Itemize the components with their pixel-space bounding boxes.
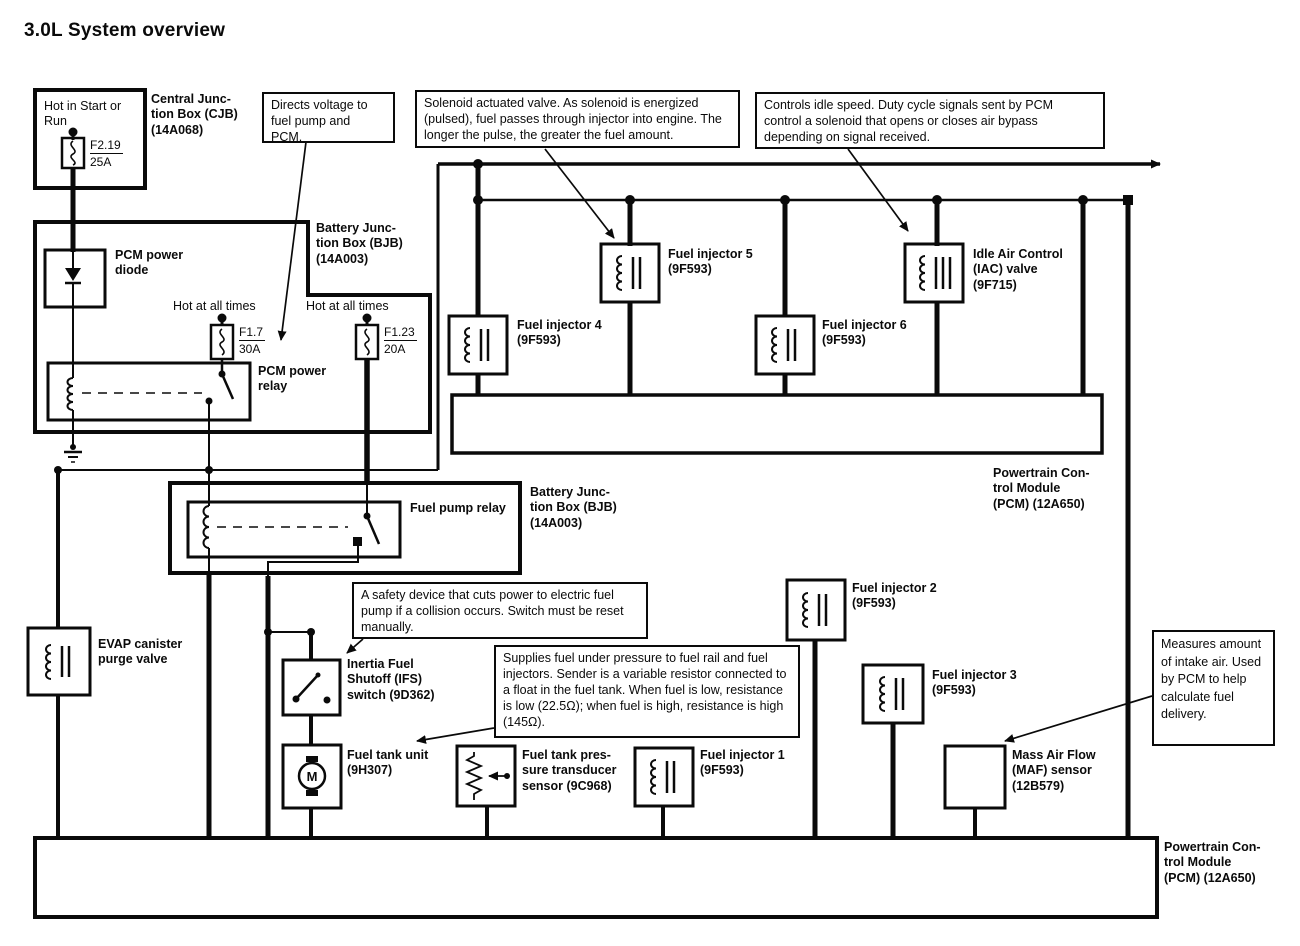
fuse-f17-rating: 30A	[239, 342, 261, 357]
iac-solenoid-icon	[919, 255, 952, 291]
directs-voltage-note: Directs voltage to fuel pump and PCM.	[262, 92, 395, 144]
solenoid-note-arrow	[544, 148, 615, 239]
pcm-power-diode-label: PCM power diode	[115, 248, 184, 278]
bjb-top-label: Battery Junc- tion Box (BJB) (14A003)	[316, 221, 403, 266]
battery-junction-box-mid	[168, 481, 522, 575]
maf-note-arrow	[1004, 695, 1153, 743]
battery-junction-box-top	[33, 220, 432, 434]
hot-at-all-times-right-label: Hot at all times	[306, 299, 389, 313]
iac-valve-box	[903, 242, 965, 304]
hot-at-all-times-left-label: Hot at all times	[173, 299, 256, 313]
pcm-power-diode-box	[43, 248, 107, 309]
pcm-power-relay-icon	[66, 377, 202, 411]
fuel-tank-unit-label: Fuel tank unit (9H307)	[347, 748, 429, 778]
pcm-bottom-label: Powertrain Con- trol Module (PCM) (12A65…	[1164, 840, 1261, 885]
hot-start-run-label: Hot in Start or Run	[44, 99, 122, 129]
solenoid-valve-note: Solenoid actuated valve. As solenoid is …	[415, 90, 740, 148]
fuel-injector-1-box	[633, 746, 695, 808]
pcm-power-relay-label: PCM power relay	[258, 364, 327, 394]
injector-1-solenoid-icon	[650, 759, 676, 795]
fuel-pump-relay-box	[186, 500, 402, 559]
safety-device-note: A safety device that cuts power to elect…	[352, 582, 648, 639]
fuse-f17-name: F1.7	[239, 325, 266, 342]
fuel-injector-4-label: Fuel injector 4 (9F593)	[517, 318, 602, 348]
injector-4-solenoid-icon	[464, 327, 490, 363]
motor-m-letter: M	[307, 769, 318, 784]
evap-valve-label: EVAP canister purge valve	[98, 637, 183, 667]
cjb-label: Central Junc- tion Box (CJB) (14A068)	[151, 92, 238, 137]
fuel-injector-6-label: Fuel injector 6 (9F593)	[822, 318, 907, 348]
injector-2-solenoid-icon	[802, 592, 828, 628]
fuel-injector-4-box	[447, 314, 509, 376]
fuse-f17-label: F1.7 30A	[239, 325, 266, 357]
iac-valve-label: Idle Air Control (IAC) valve (9F715)	[973, 247, 1063, 292]
fuel-injector-5-box	[599, 242, 661, 304]
junction-dots	[54, 127, 1133, 636]
fuel-pump-relay-label: Fuel pump relay	[410, 501, 506, 515]
fuel-pressure-note: Supplies fuel under pressure to fuel rai…	[494, 645, 800, 738]
injector-3-solenoid-icon	[879, 676, 905, 712]
ifs-switch-label: Inertia Fuel Shutoff (IFS) switch (9D362…	[347, 657, 435, 702]
fuel-injector-6-box	[754, 314, 816, 376]
fuel-injector-2-label: Fuel injector 2 (9F593)	[852, 581, 937, 611]
pcm-mid-label: Powertrain Con- trol Module (PCM) (12A65…	[993, 466, 1090, 511]
fuse-f219-rating: 25A	[90, 155, 112, 170]
note-pointer-arrows	[277, 141, 1153, 744]
fuse-f123-name: F1.23	[384, 325, 417, 342]
idle-note-arrow	[847, 148, 909, 232]
fuel-tank-pressure-sensor-label: Fuel tank pres- sure transducer sensor (…	[522, 748, 617, 793]
maf-sensor-box	[943, 744, 1007, 810]
pressure-transducer-icon	[464, 752, 510, 800]
injector-6-solenoid-icon	[771, 327, 797, 363]
fuse-f123-icon	[354, 323, 380, 361]
wires	[56, 133, 1161, 838]
ground-icon	[64, 444, 82, 463]
fuse-f17-icon	[209, 323, 235, 361]
fuse-f219-icon	[60, 136, 86, 170]
fuel-injector-3-box	[861, 663, 925, 725]
pcm-bottom-box	[33, 836, 1159, 919]
injector-5-solenoid-icon	[616, 255, 642, 291]
evap-solenoid-icon	[45, 644, 71, 680]
bjb-mid-label: Battery Junc- tion Box (BJB) (14A003)	[530, 485, 617, 530]
fuel-injector-5-label: Fuel injector 5 (9F593)	[668, 247, 753, 277]
fuel-pump-relay-icon	[202, 505, 348, 549]
hot-start-run-box	[33, 88, 147, 190]
fuel-injector-1-label: Fuel injector 1 (9F593)	[700, 748, 785, 778]
fuse-f219-name: F2.19	[90, 138, 123, 155]
supplies-note-arrow	[416, 727, 495, 744]
fuel-injector-2-box	[785, 578, 847, 642]
maf-note: Measures amount of intake air. Used by P…	[1152, 630, 1275, 746]
fuse-f123-rating: 20A	[384, 342, 406, 357]
fuel-pump-motor-icon: M	[297, 756, 327, 796]
pcm-power-relay-box	[46, 361, 252, 422]
directs-note-arrow	[277, 141, 307, 341]
diode-icon	[65, 268, 81, 285]
ifs-switch-box	[281, 658, 342, 717]
maf-sensor-label: Mass Air Flow (MAF) sensor (12B579)	[1012, 748, 1096, 793]
fuel-injector-3-label: Fuel injector 3 (9F593)	[932, 668, 1017, 698]
evap-valve-box	[26, 626, 92, 697]
fuse-f219-label: F2.19 25A	[90, 138, 123, 170]
fuse-f123-label: F1.23 20A	[384, 325, 417, 357]
safety-note-arrow	[346, 638, 364, 654]
pcm-mid-box	[450, 393, 1104, 455]
idle-speed-note: Controls idle speed. Duty cycle signals …	[755, 92, 1105, 149]
ifs-switch-icon	[292, 672, 331, 704]
page-title: 3.0L System overview	[24, 20, 226, 41]
